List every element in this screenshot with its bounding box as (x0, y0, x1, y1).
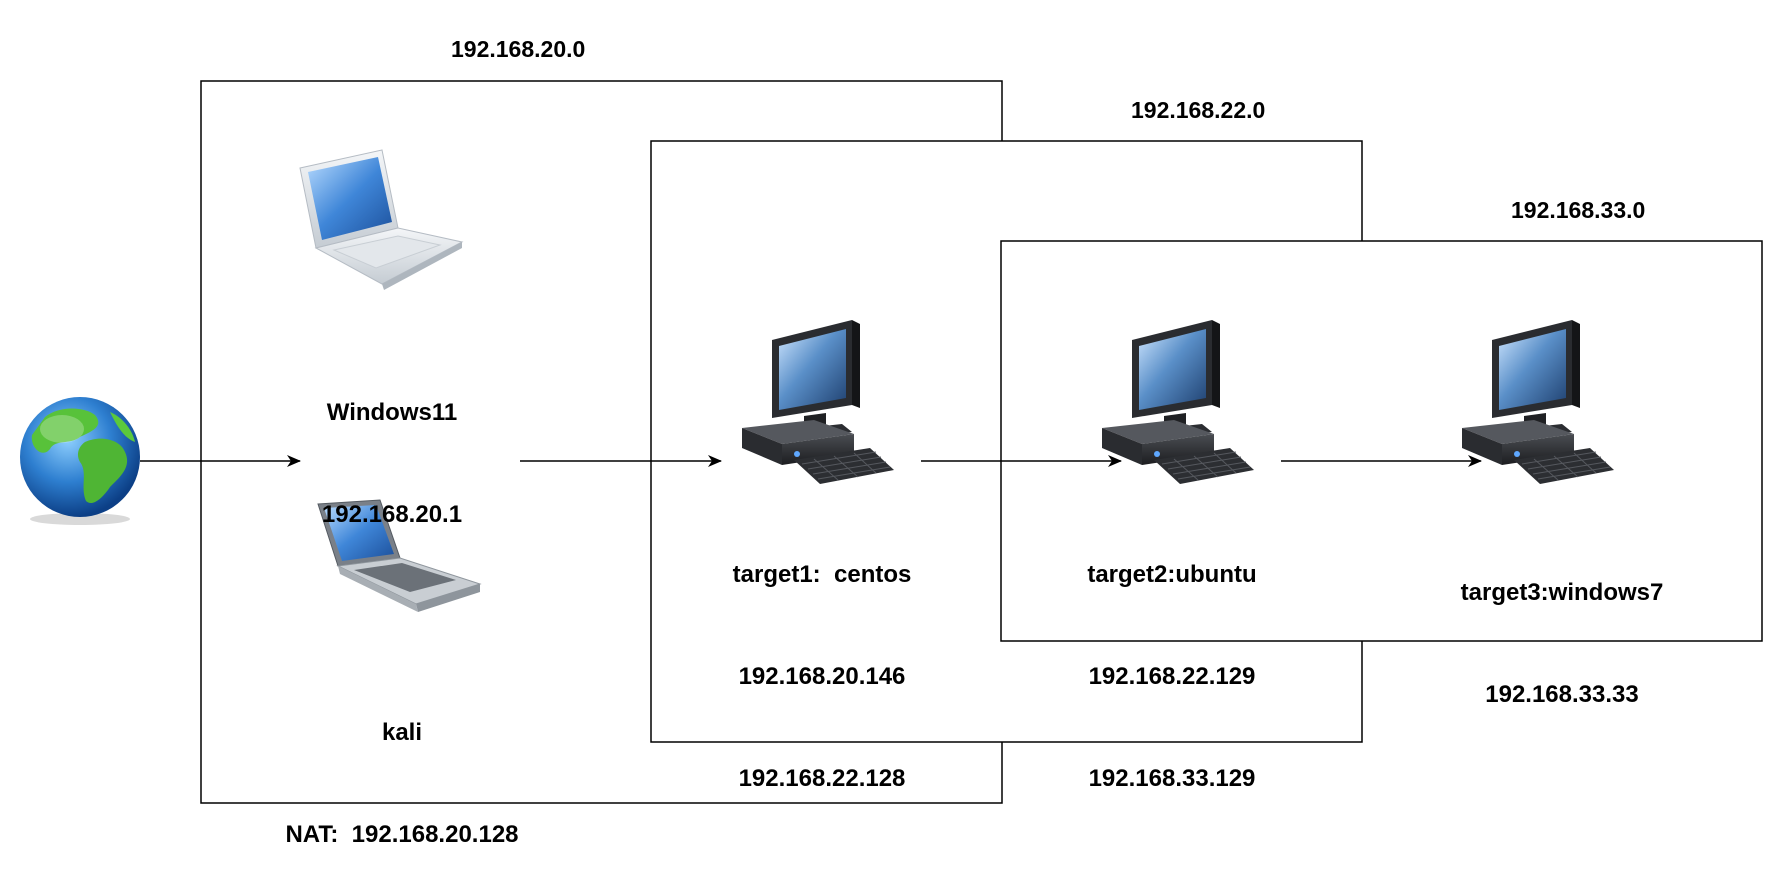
network-diagram (20, 80, 1763, 804)
node-ip: 192.168.33.129 (1088, 765, 1256, 792)
node-name: Windows11 (326, 399, 458, 426)
node-ip: 192.168.22.129 (1088, 663, 1256, 690)
node-name: kali (381, 719, 423, 746)
kali-label: kali NAT: 192.168.20.128 (242, 648, 562, 886)
target2-label: target2:ubuntu 192.168.22.129 192.168.33… (1042, 490, 1302, 830)
network-label: 192.168.33.0 (1511, 197, 1646, 223)
laptop-icon (299, 149, 464, 290)
node-name: target2:ubuntu (1087, 561, 1257, 588)
node-ip: NAT: 192.168.20.128 (285, 821, 519, 848)
node-ip: 192.168.33.33 (1485, 681, 1639, 708)
node-name: target3:windows7 (1460, 579, 1664, 606)
globe-icon (20, 397, 140, 525)
node-ip: 192.168.20.1 (321, 501, 463, 528)
network-label: 192.168.20.0 (451, 36, 586, 62)
node-name: target1: centos (732, 561, 912, 588)
target3-label: target3:windows7 192.168.33.33 (1422, 508, 1702, 746)
network-label: 192.168.22.0 (1131, 97, 1266, 123)
netbook-icon (317, 499, 482, 612)
node-ip: 192.168.20.146 (738, 663, 906, 690)
target1-label: target1: centos 192.168.20.146 192.168.2… (692, 490, 952, 830)
windows11-label: Windows11 192.168.20.1 (262, 328, 522, 566)
node-ip: 192.168.22.128 (738, 765, 906, 792)
